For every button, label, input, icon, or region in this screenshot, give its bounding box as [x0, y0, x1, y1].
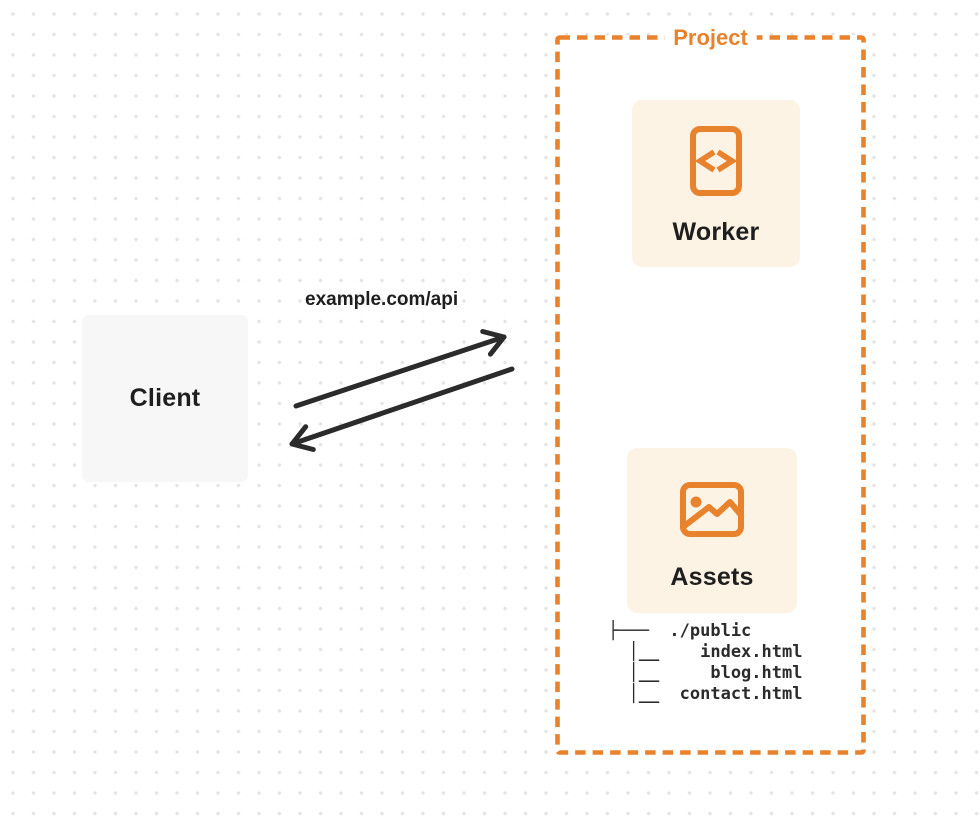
file-tree-line: ├─── ./public [608, 621, 752, 641]
file-tree-line: │__ contact.html [608, 684, 803, 704]
file-tree-line: │__ blog.html [608, 663, 803, 683]
request-arrow [293, 329, 507, 409]
arrowhead-right-icon [480, 329, 507, 357]
assets-node: Assets [627, 448, 797, 613]
code-file-icon [690, 126, 742, 196]
assets-label: Assets [670, 563, 754, 591]
image-icon [680, 482, 744, 537]
project-boundary: Project Worker Assets ├─── ./publi [555, 25, 866, 755]
file-tree: ├─── ./public │__ index.html │__ blog.ht… [608, 621, 802, 705]
worker-label: Worker [672, 218, 760, 246]
client-node: Client [82, 315, 248, 482]
file-tree-line: │__ index.html [608, 642, 803, 662]
arrowhead-left-icon [289, 424, 316, 452]
project-label: Project [664, 25, 757, 51]
worker-node: Worker [632, 100, 800, 267]
client-label: Client [129, 384, 201, 412]
request-url-label: example.com/api [305, 289, 459, 310]
response-arrow [289, 366, 515, 452]
